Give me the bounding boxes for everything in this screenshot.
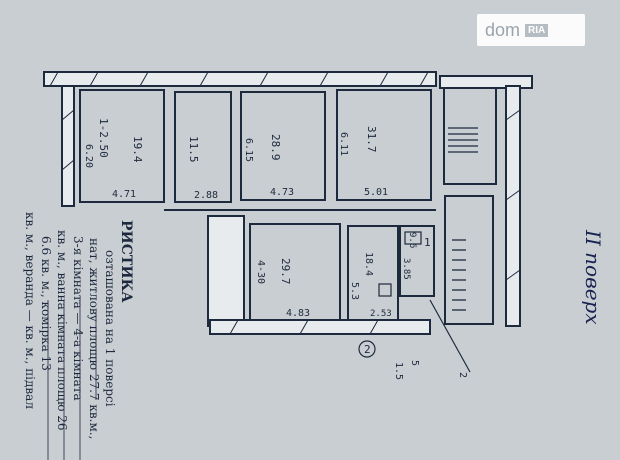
form-line-5: 6.6 кв. м., комірка 13 (39, 236, 53, 371)
room-4-side: 6.11 (338, 132, 349, 156)
watermark-brand: dom (485, 19, 521, 40)
room-1-side: 6.20 (83, 144, 94, 168)
room-5-dims: 4.83 (286, 308, 310, 319)
room-1-note: 1-2.50 (97, 118, 110, 158)
stair-mark: 1 (424, 236, 431, 249)
fixtures (358, 231, 471, 373)
room-2-dims: 2.88 (194, 190, 218, 201)
stairs (448, 127, 478, 311)
form-title: РИСТИКА (118, 220, 134, 303)
room-1-area: 19.4 (131, 136, 144, 163)
room-labels: 1-2.50 19.4 6.20 4.71 11.5 2.88 28.9 6.1… (83, 118, 605, 380)
watermark-badge: RIA (525, 23, 549, 37)
form-line-3: 3-я кімната — 4-а кімната (71, 236, 85, 401)
door-mark: 2 (364, 343, 371, 356)
room-6-note: 5.3 (349, 282, 360, 300)
room-8-area: 9.6 (407, 232, 417, 248)
room-3-dims: 4.73 (270, 187, 294, 198)
form-line-1: озташована на 1 поверсі (103, 250, 117, 407)
room-4-area: 31.7 (365, 126, 378, 153)
dim-c: 2 (457, 372, 468, 378)
room-2-area: 11.5 (187, 136, 200, 163)
room-6-dims: 2.53 (370, 309, 392, 319)
watermark: dom RIA (477, 14, 585, 46)
form-line-2: нат, житлову площю 27.7 кв.м., (87, 238, 101, 439)
room-1-dims: 4.71 (112, 189, 136, 200)
room-5-note: 4-30 (255, 260, 266, 284)
form-line-6: кв. м., веранда — кв. м., підвал (23, 212, 37, 409)
room-3-area: 28.9 (269, 134, 282, 161)
dim-b: 1.5 (393, 362, 404, 380)
room-5-area: 29.7 (279, 258, 292, 285)
room-3-side: 6.15 (243, 138, 254, 162)
room-7-area: 3.85 (401, 258, 411, 280)
wall-hatching (49, 71, 521, 335)
dim-a: 5 (409, 360, 420, 366)
form-line-4: кв. м., ванна кімната площю 26 (55, 230, 69, 431)
floor-label: ІІ поверх (581, 229, 605, 325)
walls (43, 71, 533, 335)
characteristics-form: РИСТИКА озташована на 1 поверсі нат, жит… (23, 212, 134, 460)
room-6-area: 18.4 (363, 252, 374, 276)
room-4-dims: 5.01 (364, 187, 388, 198)
